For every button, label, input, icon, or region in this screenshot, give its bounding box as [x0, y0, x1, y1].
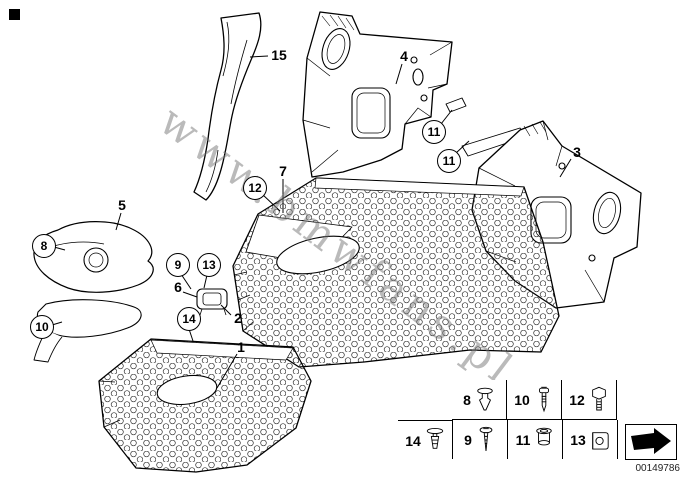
leader-lines: [51, 55, 572, 389]
callout-6[interactable]: 6: [174, 279, 182, 295]
legend-cell-10[interactable]: 10: [506, 380, 561, 419]
legend-row-2: 14 9: [398, 420, 618, 460]
legend-number: 9: [464, 431, 472, 448]
callout-13[interactable]: 13: [197, 253, 221, 277]
callout-5[interactable]: 5: [118, 197, 126, 213]
callout-15[interactable]: 15: [271, 47, 287, 63]
callout-4[interactable]: 4: [400, 48, 408, 64]
clip-nut-icon: [592, 431, 609, 450]
expansion-rivet-icon: [426, 427, 443, 449]
legend-cell-8[interactable]: 8: [452, 380, 506, 419]
legend-number: 14: [405, 432, 421, 449]
grommet-icon: [536, 427, 553, 445]
image-number: 00149786: [635, 463, 681, 474]
tapping-screw-icon: [479, 426, 493, 451]
pan-head-screw-icon: [538, 386, 549, 412]
push-pin-clip-icon: [477, 387, 493, 410]
callout-8[interactable]: 8: [32, 234, 56, 258]
legend-cell-14[interactable]: 14: [398, 420, 452, 460]
legend-number: 11: [515, 431, 531, 448]
callout-7[interactable]: 7: [279, 163, 287, 179]
legend-number: 12: [569, 391, 585, 408]
legend-cell-12[interactable]: 12: [561, 380, 617, 419]
legend-row-1: 8 10: [452, 380, 617, 420]
legend-cell-13[interactable]: 13: [562, 420, 618, 459]
callout-10[interactable]: 10: [30, 315, 54, 339]
part-2-bracket-clip: [196, 288, 228, 316]
callout-3[interactable]: 3: [573, 144, 581, 160]
callout-9[interactable]: 9: [166, 253, 190, 277]
legend-cell-9[interactable]: 9: [452, 420, 507, 459]
direction-arrow-box: [625, 424, 677, 460]
callout-11-lower[interactable]: 11: [437, 149, 461, 173]
part-5-side-insulation: [33, 221, 154, 363]
legend-number: 8: [463, 391, 471, 408]
legend-number: 10: [514, 391, 530, 408]
direction-arrow-icon: [631, 428, 671, 454]
part-1-floor-insulation-front: [98, 338, 312, 473]
hex-bolt-icon: [591, 386, 606, 410]
part-15-pillar-trim: [193, 12, 262, 201]
callout-14[interactable]: 14: [177, 307, 201, 331]
callout-11-upper[interactable]: 11: [422, 120, 446, 144]
fastener-legend: 8 10: [398, 380, 682, 464]
part-4-bulkhead-panel: [302, 11, 467, 178]
callout-1[interactable]: 1: [237, 339, 245, 355]
part-7-floor-insulation-rear: [232, 177, 560, 368]
legend-cell-11[interactable]: 11: [507, 420, 562, 459]
legend-number: 13: [570, 431, 586, 448]
corner-mark: [9, 9, 20, 20]
callout-12[interactable]: 12: [243, 176, 267, 200]
callout-2[interactable]: 2: [234, 310, 242, 326]
